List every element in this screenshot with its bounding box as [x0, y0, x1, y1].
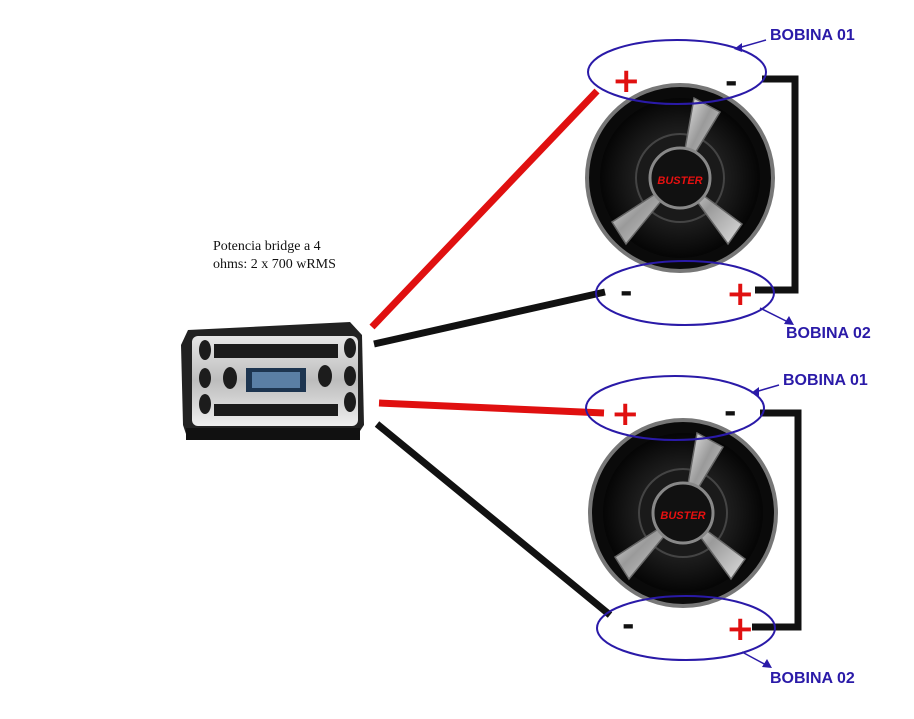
- speaker-2-coil-top-ring: [585, 375, 765, 441]
- speaker-2-coil-2-negative-terminal: -: [622, 608, 634, 643]
- positive-wire-speaker-1: [369, 88, 600, 330]
- pointer-arrow-4: [741, 651, 769, 667]
- speaker-1-coil-2-negative-terminal: -: [620, 275, 632, 310]
- speaker-2-coil-top-label: BOBINA 01: [783, 372, 868, 389]
- amplifier: [181, 322, 364, 440]
- speaker-1-coil-top-ring: [587, 39, 767, 105]
- positive-wire-speaker-2: [378, 399, 605, 417]
- pointer-arrow-1: [737, 39, 767, 49]
- negative-wire-speaker-1: [373, 288, 606, 348]
- speaker-2-coil-1-negative-terminal: -: [724, 395, 736, 430]
- speaker-1-coil-top-label: BOBINA 01: [770, 27, 855, 44]
- speaker-1-coil-bottom-label: BOBINA 02: [786, 325, 871, 342]
- amplifier-caption: Potencia bridge a 4 ohms: 2 x 700 wRMS: [213, 238, 383, 274]
- speaker-1-coil-1-positive-terminal: +: [612, 61, 641, 101]
- speaker-1: BUSTER: [585, 83, 775, 273]
- speaker-2-coil-bottom-label: BOBINA 02: [770, 670, 855, 687]
- speaker-2-coil-bottom-ring: [596, 595, 776, 661]
- amplifier-caption-line2: ohms: 2 x 700 wRMS: [213, 257, 336, 272]
- speaker-2-coil-2-positive-terminal: +: [726, 609, 755, 649]
- speaker-2-brand: BUSTER: [660, 510, 705, 522]
- speaker-1-coil-bottom-ring: [595, 260, 775, 326]
- coil-bridge-wire-top: [755, 75, 799, 294]
- speaker-1-coil-2-positive-terminal: +: [726, 274, 755, 314]
- negative-wire-speaker-2: [374, 421, 613, 618]
- speaker-1-brand: BUSTER: [657, 175, 702, 187]
- speaker-2-coil-1-positive-terminal: +: [611, 394, 640, 434]
- speaker-2: BUSTER: [588, 418, 778, 608]
- pointer-arrow-2: [759, 307, 791, 324]
- speaker-1-coil-1-negative-terminal: -: [725, 65, 737, 100]
- amplifier-caption-line1: Potencia bridge a 4: [213, 239, 321, 254]
